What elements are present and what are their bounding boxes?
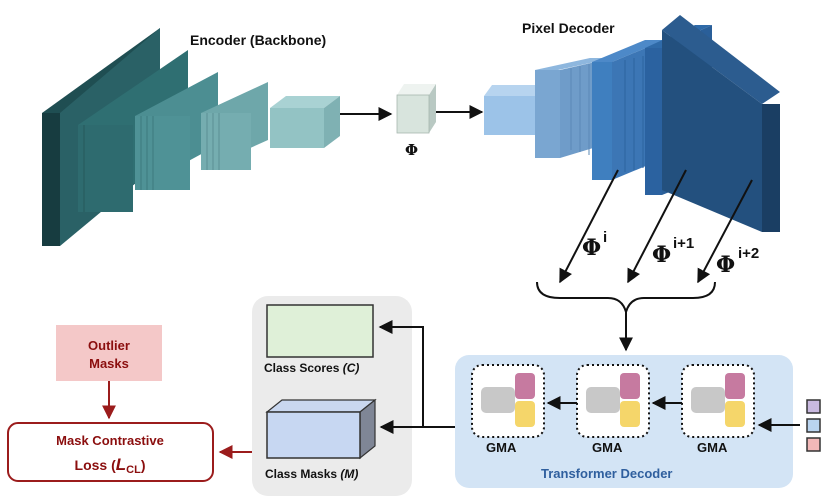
phi-i2-arrow [697,179,753,284]
encoder-title: Encoder (Backbone) [190,32,326,48]
encoder-backbone [42,28,340,246]
class-scores-label: Class Scores (C) [264,361,359,375]
feature-merge-brace [536,281,716,316]
phi-i1-arrow [627,169,687,284]
phi-i-symbol: Φ [582,235,601,261]
bottleneck-feature [396,84,436,134]
object-queries [806,399,821,452]
phi-i-superscript: i [603,229,607,246]
gma-block-3 [681,364,755,438]
gma-label-3: GMA [697,440,728,455]
loss-line2: Loss (LCL) [75,455,146,476]
phi-i-arrow [559,169,619,284]
transformer-title: Transformer Decoder [541,466,673,481]
class-scores-box [266,304,374,358]
phi-i1-superscript: i+1 [673,235,694,252]
gma-label-2: GMA [592,440,623,455]
gma-label-1: GMA [486,440,517,455]
class-masks-box [265,398,377,460]
pixel-decoder [484,15,780,232]
class-masks-label: Class Masks (M) [265,467,358,481]
bottleneck-label: Φ [405,141,418,159]
phi-i2-superscript: i+2 [738,245,759,262]
outlier-masks-line2: Masks [89,356,129,371]
outlier-masks-line1: Outlier [88,338,130,353]
outlier-masks-box [56,325,162,381]
loss-box [7,422,214,482]
gma-block-2 [576,364,650,438]
decoder-title: Pixel Decoder [522,20,615,36]
phi-i1-symbol: Φ [652,242,671,268]
loss-line1: Mask Contrastive [56,433,164,448]
phi-i2-symbol: Φ [716,252,735,278]
gma-block-1 [471,364,545,438]
